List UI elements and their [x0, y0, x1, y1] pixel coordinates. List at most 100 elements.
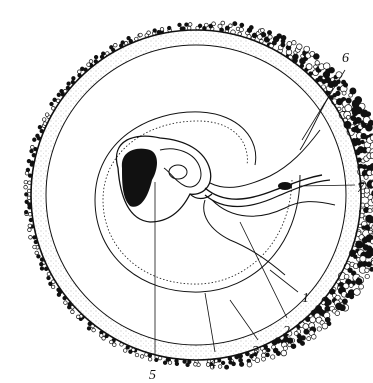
villus-node	[271, 355, 275, 359]
villus-node	[140, 355, 144, 359]
villus-node	[33, 138, 37, 142]
callout-6: 6	[342, 51, 349, 66]
villus-node	[291, 344, 296, 349]
villus-node	[26, 168, 30, 172]
villus-node	[225, 365, 229, 369]
villus-node	[186, 363, 190, 367]
villus-node	[369, 230, 373, 234]
villus-node	[218, 365, 222, 369]
villus-node	[346, 98, 351, 103]
villus-node	[292, 41, 296, 45]
villus-node	[329, 67, 335, 73]
villus-node	[261, 32, 266, 37]
villus-node	[283, 346, 287, 350]
villus-node	[336, 91, 341, 96]
villus-node	[25, 200, 29, 204]
villus-node	[160, 28, 164, 32]
villus-node	[40, 262, 44, 266]
villus-node	[30, 149, 34, 153]
villus-node	[71, 310, 75, 314]
villus-node	[33, 245, 37, 249]
chorion-wall	[31, 30, 361, 360]
villus-node	[35, 251, 39, 255]
villus-node	[368, 120, 373, 125]
villus-node	[360, 256, 366, 262]
villus-node	[304, 329, 309, 334]
villus-node	[163, 361, 167, 365]
villus-node	[323, 63, 330, 70]
villus-node	[239, 28, 243, 32]
villus-node	[155, 358, 159, 362]
villus-node	[40, 267, 44, 271]
villus-node	[364, 188, 369, 193]
callout-1: 1	[302, 291, 309, 306]
villus-node	[303, 324, 309, 330]
villus-node	[313, 54, 319, 60]
villus-node	[315, 61, 319, 65]
villus-node	[28, 224, 32, 228]
villus-node	[306, 64, 312, 70]
villus-node	[368, 209, 372, 213]
villus-node	[297, 44, 303, 50]
villus-node	[267, 30, 271, 34]
villus-node	[80, 67, 84, 71]
villus-node	[94, 55, 98, 59]
villus-node	[42, 118, 46, 122]
villus-node	[57, 93, 61, 97]
villus-node	[153, 29, 157, 33]
villus-node	[281, 35, 286, 40]
villus-node	[175, 362, 179, 366]
villus-node	[322, 323, 328, 329]
villus-node	[36, 134, 40, 138]
villus-node	[349, 295, 353, 299]
villus-node	[342, 299, 347, 304]
villus-node	[366, 112, 371, 117]
callout-4: 4	[209, 357, 216, 372]
villus-node	[129, 350, 133, 354]
villus-node	[350, 88, 356, 94]
villus-node	[24, 185, 28, 189]
villus-node	[47, 276, 51, 280]
villus-node	[233, 22, 237, 26]
villus-node	[249, 26, 253, 30]
villus-node	[121, 41, 125, 45]
villus-node	[247, 362, 252, 367]
villus-node	[100, 334, 104, 338]
villus-node	[72, 77, 76, 81]
villus-node	[310, 317, 316, 323]
villus-node	[185, 23, 189, 27]
villus-node	[362, 226, 366, 230]
villus-node	[354, 289, 361, 296]
villus-node	[148, 357, 152, 361]
villus-node	[27, 159, 31, 163]
villus-node	[317, 327, 321, 331]
villus-node	[87, 327, 91, 331]
villus-node	[344, 274, 349, 279]
villus-node	[354, 255, 358, 259]
villus-node	[127, 36, 131, 40]
villus-node	[356, 278, 362, 284]
villus-node	[89, 60, 93, 64]
villus-node	[53, 98, 57, 102]
villus-node	[114, 43, 118, 47]
villus-node	[262, 349, 266, 353]
villus-node	[239, 362, 243, 366]
villus-node	[24, 180, 28, 184]
callout-5: 5	[149, 368, 156, 383]
villus-node	[147, 31, 151, 35]
villus-node	[287, 42, 292, 47]
villus-node	[123, 349, 127, 353]
villus-node	[221, 361, 225, 365]
villus-node	[25, 193, 29, 197]
villus-node	[325, 302, 329, 306]
villus-node	[307, 337, 311, 341]
villus-node	[57, 293, 61, 297]
villus-node	[50, 102, 54, 106]
villus-node	[365, 274, 369, 278]
villus-node	[110, 340, 114, 344]
villus-node	[356, 140, 361, 145]
villus-node	[31, 145, 35, 149]
villus-node	[240, 23, 244, 27]
villus-node	[339, 305, 345, 311]
villus-node	[266, 353, 270, 357]
